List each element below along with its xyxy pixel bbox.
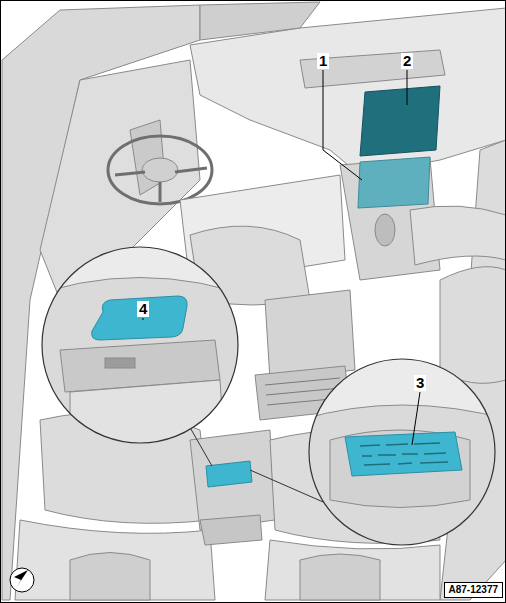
callout-number-text: 2 — [403, 52, 411, 69]
callout-number: 4 — [137, 301, 149, 317]
callout-number-text: 3 — [416, 374, 424, 391]
callout-number-text: 1 — [319, 52, 327, 69]
orientation-arrow — [10, 568, 34, 592]
callout-number: 2 — [401, 53, 413, 69]
reference-code-text: A87-12377 — [449, 584, 498, 595]
callout-number-text: 4 — [139, 300, 147, 317]
callout-number: 1 — [317, 53, 329, 69]
callout-number: 3 — [414, 375, 426, 391]
reference-code: A87-12377 — [444, 582, 503, 598]
